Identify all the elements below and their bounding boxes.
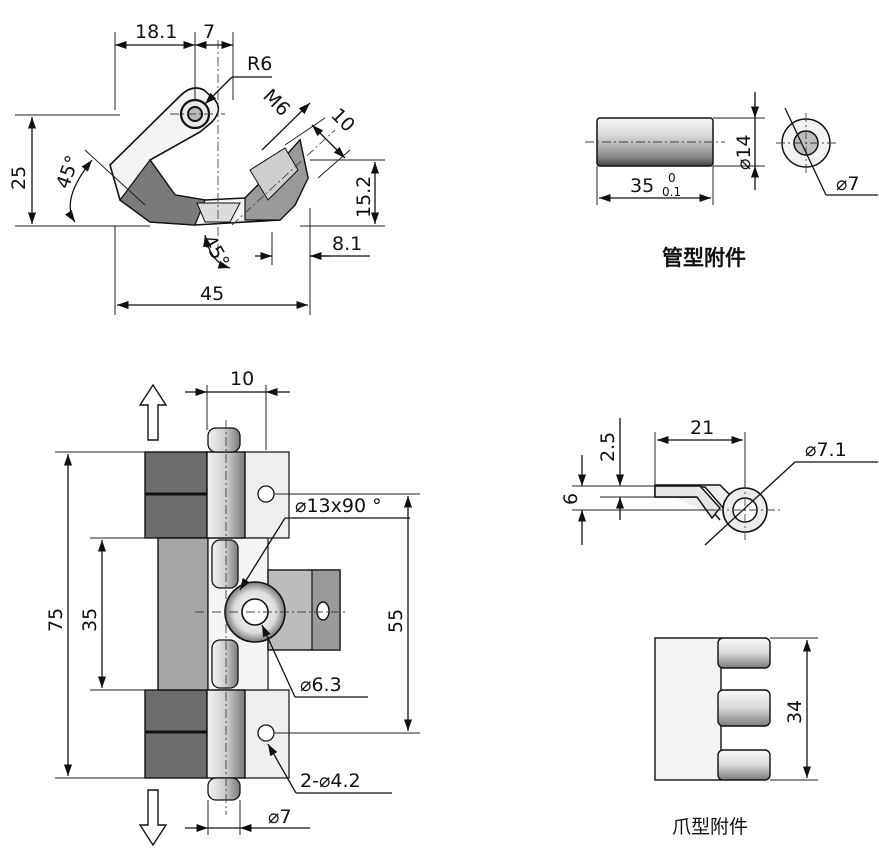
- dim-25-label: 25: [8, 166, 30, 190]
- front-dim-75-label: 75: [45, 608, 67, 632]
- clip-dim-2-5-label: 2.5: [597, 432, 619, 462]
- up-arrow-icon: [138, 383, 168, 441]
- front-dim-10-label: 10: [230, 368, 254, 390]
- claw-attachment: 34 爪型附件: [654, 637, 818, 838]
- tube-tol-lower: 0.1: [662, 185, 681, 199]
- front-holes-label: 2-⌀4.2: [300, 770, 361, 792]
- radius-label: R6: [247, 53, 272, 75]
- thread-label: M6: [258, 85, 294, 121]
- tube-attachment: ⌀14 35 0 0.1 ⌀7 管型附件: [585, 92, 878, 270]
- clip-dim-21-label: 21: [690, 417, 714, 439]
- front-dia-6-3-label: ⌀6.3: [300, 674, 342, 696]
- clip-dim-6-label: 6: [560, 493, 582, 505]
- dim-45-label: 45: [200, 283, 224, 305]
- dim-8-1-label: 8.1: [332, 233, 362, 255]
- tube-dia-7-label: ⌀7: [836, 173, 860, 195]
- clip-dia-label: ⌀7.1: [805, 439, 847, 461]
- tube-caption: 管型附件: [662, 246, 746, 270]
- front-dim-55-label: 55: [385, 609, 407, 633]
- front-dim-35-label: 35: [79, 608, 101, 632]
- clip-side-view: 2.5 21 6 ⌀7.1: [560, 417, 878, 546]
- down-arrow-icon: [138, 789, 168, 847]
- top-view: 18.1 7 R6 M6 10 25 45° 15.2 45°: [8, 21, 385, 315]
- tube-dia-14-label: ⌀14: [733, 134, 755, 170]
- dim-7-label: 7: [203, 21, 215, 43]
- dim-15-2-label: 15.2: [353, 176, 375, 218]
- tube-tol-upper: 0: [668, 171, 676, 185]
- angle-left-label: 45°: [52, 153, 84, 192]
- front-hole-label: ⌀13x90 °: [295, 495, 382, 517]
- front-view: 10 ⌀13x90 ° 75 35 55 ⌀6.3 2-⌀4.2: [45, 368, 420, 847]
- dim-10-top-label: 10: [326, 104, 359, 137]
- front-pin-dia-label: ⌀7: [268, 806, 292, 828]
- angle-bottom-label: 45°: [198, 232, 234, 272]
- hinge-profile-shape: [109, 40, 336, 258]
- tube-length-label: 35: [630, 175, 654, 197]
- claw-caption: 爪型附件: [672, 816, 748, 838]
- dim-18-1-label: 18.1: [135, 21, 177, 43]
- claw-dim-34-label: 34: [784, 700, 806, 724]
